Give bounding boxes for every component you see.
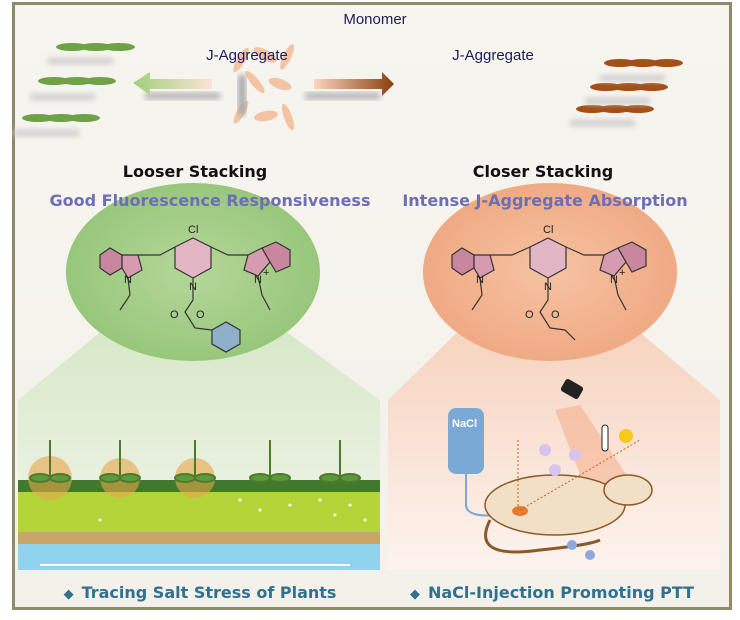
green-j-aggregate-stack — [14, 43, 135, 136]
monomer-label: Monomer — [343, 11, 407, 28]
right-molecule-structure — [451, 237, 647, 341]
mouse-ptt-illustration — [448, 379, 653, 560]
atom-n-left-3: N — [189, 281, 197, 293]
atom-n-left-2: N — [254, 274, 262, 286]
right-j-aggregate-label: J-Aggregate — [452, 47, 534, 64]
plants-caption: ◆ Tracing Salt Stress of Plants — [64, 583, 337, 602]
left-j-aggregate-label: J-Aggregate — [206, 47, 288, 64]
looser-stacking-heading: Looser Stacking — [122, 162, 268, 181]
atom-o-left-1: O — [170, 309, 179, 321]
atom-plus-left: + — [263, 267, 269, 279]
atom-n-right-2: N — [610, 274, 618, 286]
plant-salt-stress-illustration — [18, 440, 380, 570]
atom-cl-left: Cl — [188, 224, 198, 236]
ptt-caption: ◆ NaCl-Injection Promoting PTT — [410, 583, 694, 602]
nacl-bag-label: NaCl — [452, 418, 477, 430]
atom-o-right-1: O — [525, 309, 534, 321]
atom-plus-right: + — [619, 267, 625, 279]
brown-j-aggregate-stack — [570, 59, 683, 126]
diamond-bullet-icon: ◆ — [63, 587, 74, 602]
good-fluorescence-subheading: Good Fluorescence Responsiveness — [49, 191, 371, 210]
left-molecule-structure — [99, 237, 291, 353]
atom-o-left-2: O — [196, 309, 205, 321]
closer-stacking-heading: Closer Stacking — [472, 162, 614, 181]
plants-caption-text: Tracing Salt Stress of Plants — [81, 583, 337, 602]
atom-n-left-1: N — [124, 274, 132, 286]
monomer-cluster — [233, 44, 295, 131]
left-arrow — [133, 72, 220, 100]
ptt-caption-text: NaCl-Injection Promoting PTT — [427, 583, 695, 602]
intense-absorption-subheading: Intense J-Aggregate Absorption — [402, 191, 688, 210]
diamond-bullet-icon: ◆ — [409, 587, 420, 602]
atom-n-right-1: N — [476, 274, 484, 286]
right-beam — [388, 320, 720, 570]
atom-cl-right: Cl — [543, 224, 553, 236]
atom-n-right-3: N — [544, 281, 552, 293]
right-arrow — [305, 72, 394, 100]
atom-o-right-2: O — [551, 309, 560, 321]
